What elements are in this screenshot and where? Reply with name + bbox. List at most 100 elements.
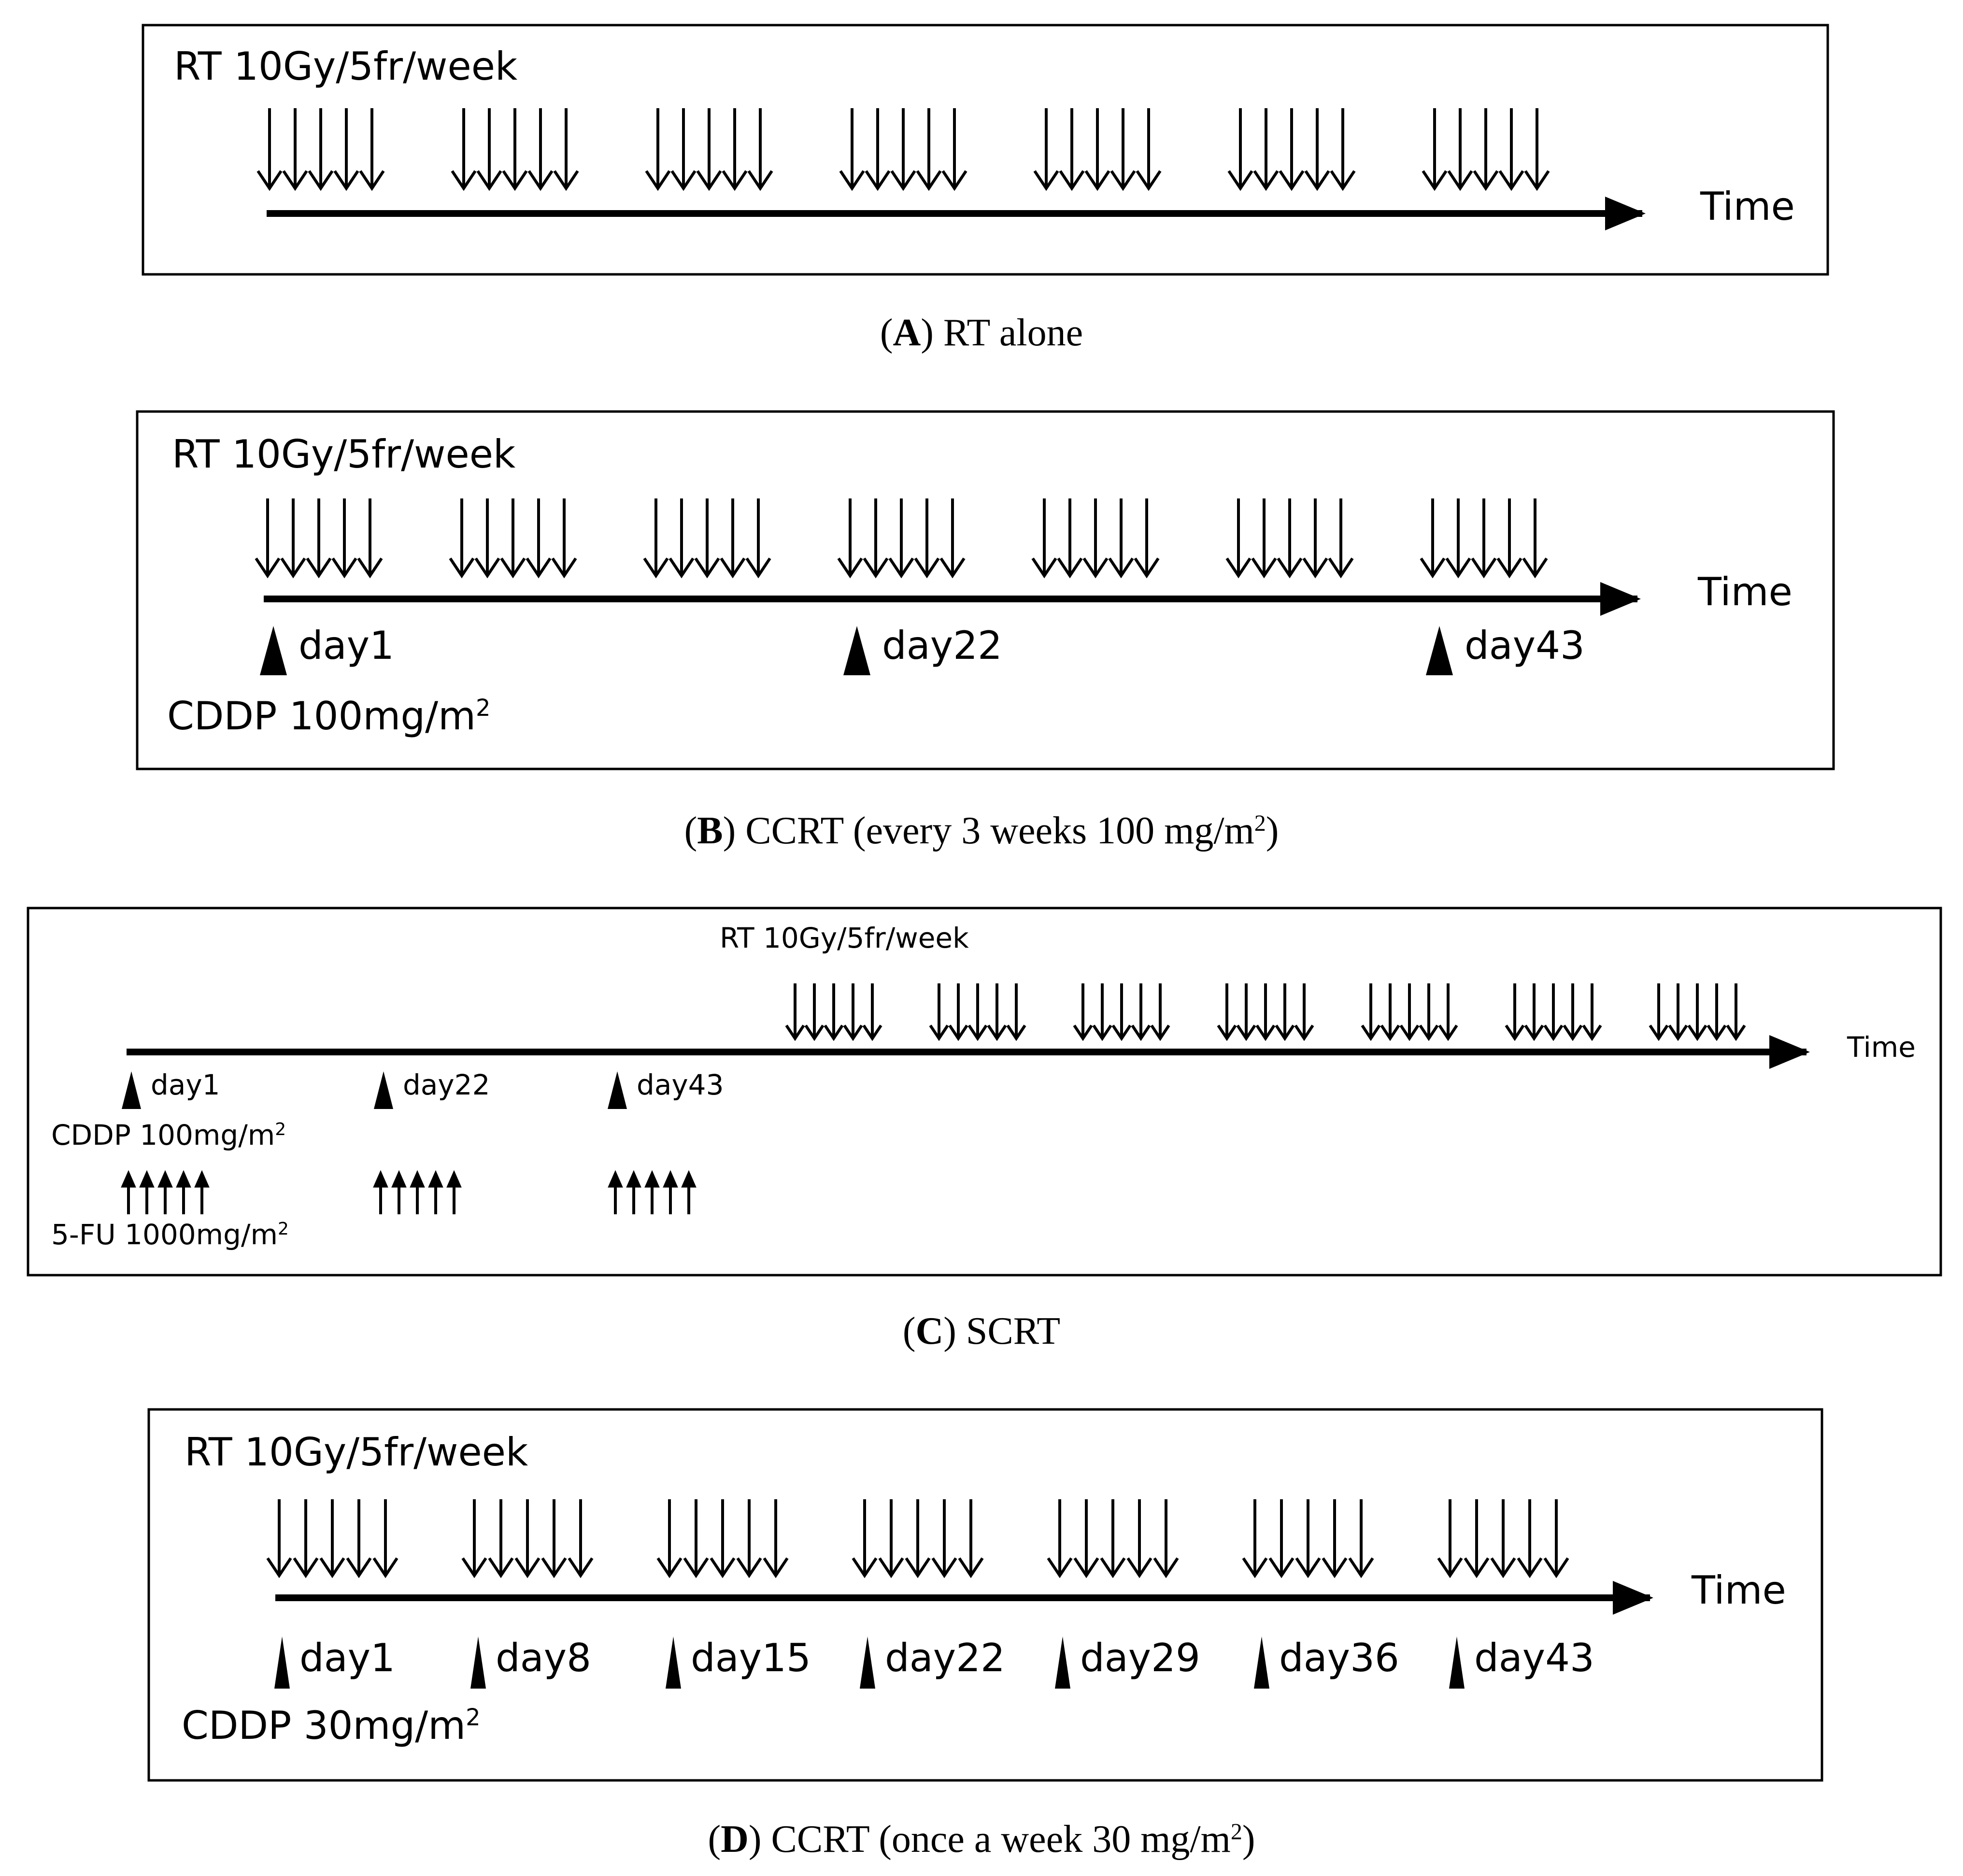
rt-fraction-arrow <box>1302 498 1328 579</box>
rt-fraction-arrow <box>1110 108 1136 191</box>
cddp-dose-marker-icon <box>1254 1636 1269 1689</box>
5fu-dose-arrow <box>681 1170 697 1214</box>
panel-b-caption: (B) CCRT (every 3 weeks 100 mg/m2) <box>684 810 1279 852</box>
cddp-dose-marker-icon <box>122 1071 141 1109</box>
rt-fraction-arrow <box>1279 108 1305 191</box>
rt-fraction-arrow <box>1134 498 1160 579</box>
panel-d-time-label: Time <box>1691 1568 1786 1613</box>
dose-day-label: day43 <box>1465 623 1585 668</box>
cddp-dose-marker-icon <box>608 1071 627 1109</box>
rt-fraction-arrow <box>878 1499 904 1578</box>
rt-fraction-arrow <box>1517 1499 1543 1578</box>
rt-fraction-arrow <box>1505 983 1525 1041</box>
rt-fraction-arrow <box>541 1499 567 1578</box>
panel-a-frame <box>142 24 1829 276</box>
rt-fraction-arrow <box>862 983 882 1041</box>
panel-c-5fu-label: 5-FU 1000mg/m2 <box>51 1218 289 1251</box>
5fu-dose-arrow <box>194 1170 210 1214</box>
rt-fraction-arrow <box>645 108 671 191</box>
panel-c-frame <box>27 907 1942 1277</box>
rt-fraction-arrow <box>643 498 669 579</box>
rt-fraction-arrow <box>1380 983 1400 1041</box>
5fu-dose-arrow <box>391 1170 407 1214</box>
rt-fraction-arrow <box>785 983 805 1041</box>
rt-fraction-arrow <box>1496 498 1522 579</box>
dose-day-label: day22 <box>403 1068 490 1101</box>
rt-fraction-arrow <box>745 498 771 579</box>
rt-fraction-arrow <box>500 498 526 579</box>
cddp-dose-marker-icon <box>860 1636 875 1689</box>
rt-fraction-arrow <box>905 1499 931 1578</box>
rt-fraction-arrow <box>1073 983 1093 1041</box>
rt-fraction-arrow <box>863 498 889 579</box>
rt-fraction-arrow <box>357 498 383 579</box>
rt-fraction-arrow <box>696 108 722 191</box>
rt-fraction-arrow <box>747 108 773 191</box>
panel-c-rt-label: RT 10Gy/5fr/week <box>720 922 969 954</box>
panel-a-time-label: Time <box>1700 184 1795 229</box>
rt-fraction-arrow <box>1251 498 1277 579</box>
cddp-dose-marker-icon <box>1055 1636 1070 1689</box>
rt-fraction-arrow <box>553 108 579 191</box>
rt-fraction-arrow <box>255 498 281 579</box>
rt-fraction-arrow <box>1437 1499 1463 1578</box>
panel-b-time-label: Time <box>1697 569 1792 614</box>
rt-fraction-arrow <box>1153 1499 1179 1578</box>
rt-fraction-arrow <box>293 1499 319 1578</box>
panel-c-time-label: Time <box>1847 1031 1916 1064</box>
rt-fraction-arrow <box>1524 983 1544 1041</box>
rt-fraction-arrow <box>1543 983 1564 1041</box>
rt-fraction-arrow <box>1445 498 1471 579</box>
rt-fraction-arrow <box>1399 983 1420 1041</box>
rt-fraction-arrow <box>837 498 863 579</box>
cddp-dose-marker-icon <box>843 626 870 675</box>
rt-fraction-arrow <box>306 498 332 579</box>
panel-a-rt-label: RT 10Gy/5fr/week <box>174 44 518 89</box>
rt-fraction-arrow <box>1668 983 1688 1041</box>
rt-fraction-arrow <box>941 108 967 191</box>
rt-fraction-arrow <box>1092 983 1112 1041</box>
rt-fraction-arrow <box>449 498 475 579</box>
rt-fraction-arrow <box>1255 983 1276 1041</box>
dose-day-label: day22 <box>882 623 1002 668</box>
rt-fraction-arrow <box>720 498 746 579</box>
rt-fraction-arrow <box>916 108 942 191</box>
rt-fraction-arrow <box>1057 498 1083 579</box>
rt-fraction-arrow <box>359 108 385 191</box>
rt-fraction-arrow <box>1100 1499 1126 1578</box>
rt-fraction-arrow <box>1328 498 1354 579</box>
rt-fraction-arrow <box>308 108 334 191</box>
rt-fraction-arrow <box>722 108 748 191</box>
dose-day-label: day36 <box>1279 1635 1399 1680</box>
panel-c-5fu-arrows <box>121 1170 697 1214</box>
rt-fraction-arrow <box>256 108 283 191</box>
cddp-dose-marker-icon <box>260 626 287 675</box>
panel-d-caption: (D) CCRT (once a week 30 mg/m2) <box>708 1818 1255 1861</box>
rt-fraction-arrow <box>551 498 577 579</box>
rt-fraction-arrow <box>527 108 554 191</box>
5fu-dose-arrow <box>410 1170 425 1214</box>
5fu-dose-arrow <box>608 1170 623 1214</box>
panel-d-rt-label: RT 10Gy/5fr/week <box>185 1430 528 1475</box>
rt-fraction-arrow <box>1304 108 1330 191</box>
rt-fraction-arrow <box>1464 1499 1490 1578</box>
panel-a-rt-arrows <box>256 108 1550 191</box>
rt-fraction-arrow <box>474 498 500 579</box>
rt-fraction-arrow <box>1498 108 1524 191</box>
rt-fraction-arrow <box>1275 983 1295 1041</box>
rt-fraction-arrow <box>1227 108 1253 191</box>
rt-fraction-arrow <box>914 498 940 579</box>
dose-day-label: day22 <box>885 1635 1005 1680</box>
rt-fraction-arrow <box>488 1499 514 1578</box>
rt-fraction-arrow <box>1543 1499 1569 1578</box>
rt-fraction-arrow <box>1268 1499 1294 1578</box>
5fu-dose-arrow <box>428 1170 443 1214</box>
5fu-dose-arrow <box>644 1170 660 1214</box>
rt-fraction-arrow <box>1131 983 1151 1041</box>
dose-day-label: day1 <box>151 1068 220 1101</box>
rt-fraction-arrow <box>1322 1499 1348 1578</box>
